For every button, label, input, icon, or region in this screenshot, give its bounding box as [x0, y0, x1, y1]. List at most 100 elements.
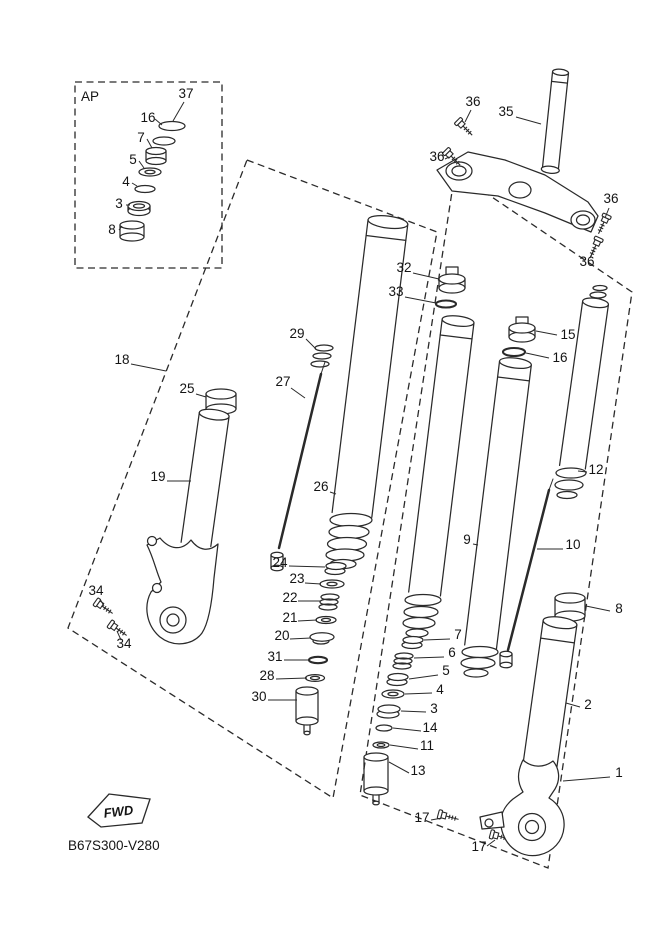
outer-tube-2	[522, 616, 578, 769]
fwd-label: FWD	[103, 802, 135, 821]
leader-21	[297, 619, 318, 622]
callout-26: 26	[313, 479, 328, 494]
leader-7a	[146, 138, 153, 149]
washer-5-inset	[138, 167, 162, 177]
cap-7-inset	[145, 146, 167, 166]
callout-27: 27	[275, 374, 290, 389]
leader-17a	[430, 817, 443, 821]
right-fork-parts	[363, 266, 610, 857]
leader-36b	[444, 156, 450, 160]
callout-9: 9	[463, 532, 471, 547]
diagram-code: B67S300-V280	[68, 838, 160, 853]
collar-7	[401, 635, 424, 650]
callout-35: 35	[498, 104, 513, 119]
leader-20	[289, 637, 312, 640]
leader-36d	[589, 249, 595, 259]
bolt-36-a	[453, 116, 476, 139]
leader-8a	[118, 225, 123, 231]
callout-36a: 36	[465, 94, 480, 109]
oil-seal-3-inset	[127, 200, 151, 217]
leader-6	[413, 656, 445, 659]
callout-16a: 16	[140, 110, 155, 125]
left-seal-stack	[295, 561, 347, 736]
damper-body-13	[363, 752, 389, 806]
callout-5b: 5	[442, 663, 450, 678]
callout-7a: 7	[137, 130, 145, 145]
leader-5b	[408, 674, 439, 680]
callout-16b: 16	[552, 350, 567, 365]
callout-10: 10	[565, 537, 580, 552]
inner-tube-9	[402, 315, 475, 638]
callout-30: 30	[251, 689, 266, 704]
leader-17b	[486, 839, 496, 847]
ring-21	[315, 615, 337, 625]
steering-stem-35	[436, 68, 599, 233]
callout-19: 19	[150, 469, 165, 484]
spring-top-29	[310, 344, 334, 368]
leader-23	[304, 582, 322, 585]
leader-2	[565, 702, 581, 708]
callout-8b: 8	[615, 601, 623, 616]
callout-4b: 4	[436, 682, 444, 697]
fasteners	[92, 116, 613, 845]
leader-15	[535, 330, 558, 336]
callout-17b: 17	[471, 839, 486, 854]
seat-20	[309, 632, 335, 645]
callout-17a: 17	[414, 810, 429, 825]
oil-seal-3	[376, 704, 401, 719]
callout-1: 1	[615, 765, 623, 780]
callout-37: 37	[178, 86, 193, 101]
leader-32	[412, 272, 440, 280]
leader-34a	[99, 598, 105, 607]
leader-7b	[423, 638, 451, 641]
leader-34b	[116, 630, 122, 641]
callout-34a: 34	[88, 583, 104, 598]
ring-28	[304, 673, 326, 683]
right-fork-group-outline	[359, 170, 633, 869]
callout-34b: 34	[116, 636, 132, 651]
leader-16a	[154, 118, 163, 126]
rings-6	[392, 652, 414, 670]
callout-labels: AP 37 16 7 5 4 3 8 36 35 36 36 36 32 33 …	[81, 86, 623, 854]
rings-5	[386, 672, 409, 687]
leader-3b	[400, 710, 427, 713]
leader-11	[389, 744, 419, 750]
callout-5a: 5	[129, 152, 137, 167]
leader-29	[305, 338, 317, 350]
under-bracket	[436, 151, 599, 233]
leader-16b	[525, 352, 550, 359]
leader-14	[392, 727, 422, 732]
clip-ring-37	[158, 120, 186, 132]
damper-rod-27	[270, 361, 326, 572]
callout-18: 18	[114, 352, 129, 367]
outer-tube-19	[180, 408, 230, 548]
washer-4	[381, 689, 405, 699]
callout-13: 13	[410, 763, 425, 778]
right-seal-stack	[363, 635, 424, 806]
callout-15: 15	[560, 327, 575, 342]
callout-4a: 4	[122, 174, 130, 189]
o-ring-31	[307, 655, 329, 665]
fork-cap-32	[438, 266, 466, 294]
leader-36c	[604, 207, 610, 219]
callout-31: 31	[267, 649, 282, 664]
callout-20: 20	[274, 628, 289, 643]
leader-26	[329, 491, 337, 495]
leader-37	[172, 101, 185, 122]
callout-11: 11	[420, 738, 434, 753]
leader-33	[404, 296, 437, 304]
leader-4b	[404, 692, 433, 695]
leader-28	[275, 677, 308, 680]
fwd-arrow-outline	[87, 793, 151, 828]
damper-rod-10	[499, 478, 554, 669]
ring-16-inset	[152, 136, 176, 146]
callout-21: 21	[282, 610, 297, 625]
fork-cap-15	[508, 316, 536, 343]
bush-8-inset	[119, 220, 145, 242]
callout-28: 28	[259, 668, 274, 683]
leader-25	[195, 393, 207, 398]
o-ring-33	[434, 299, 458, 309]
inset-label: AP	[81, 89, 99, 104]
leader-12	[577, 470, 588, 473]
